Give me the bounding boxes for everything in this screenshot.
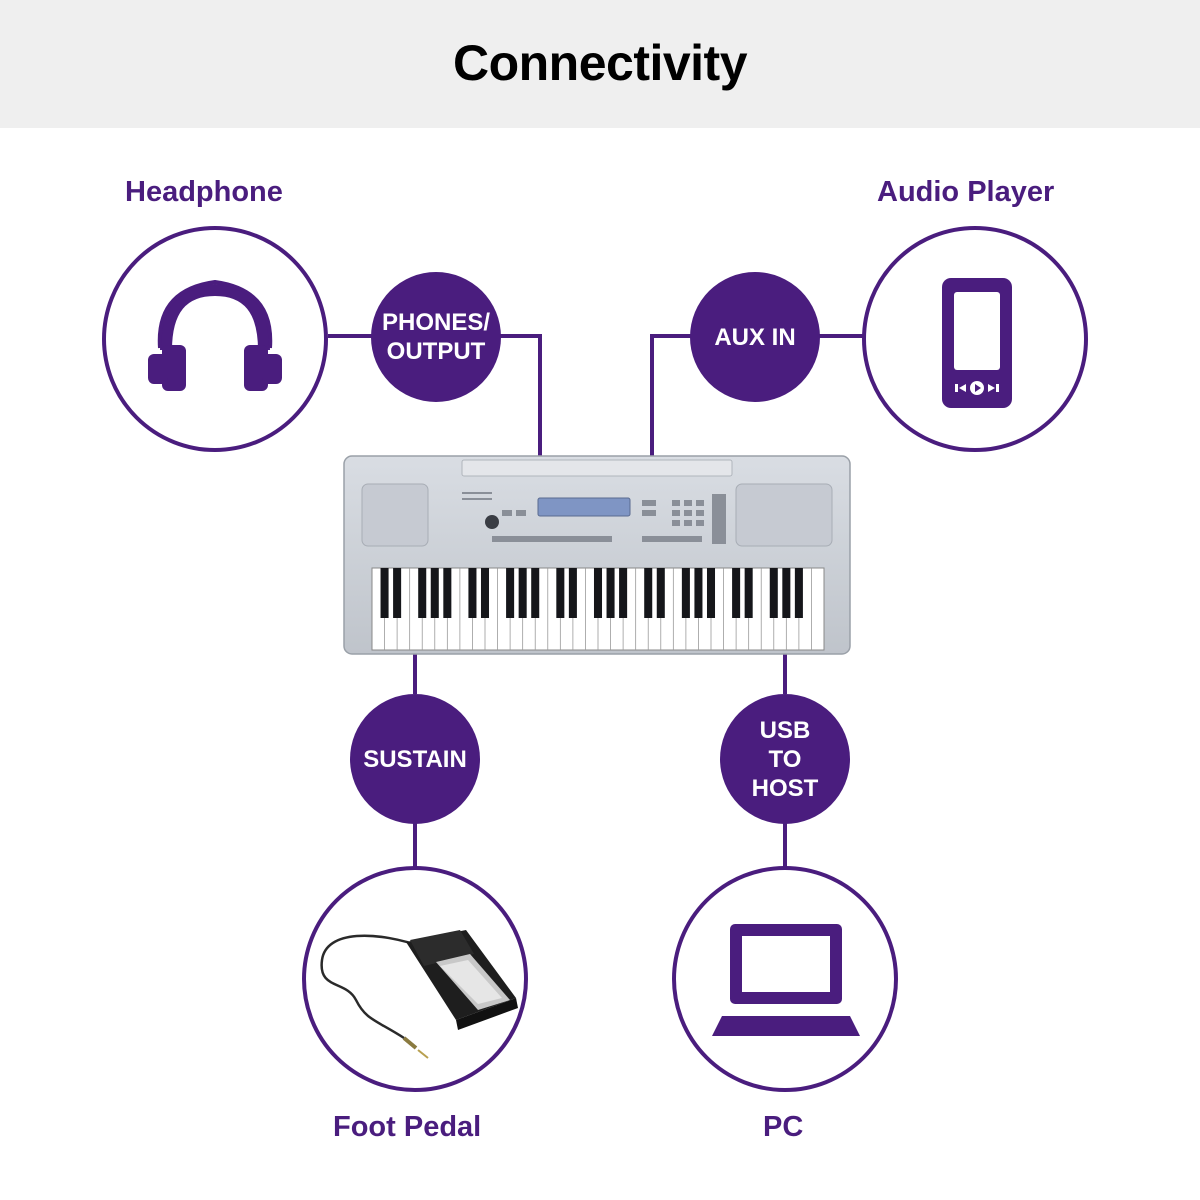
connector-phones-h [494, 334, 542, 338]
port-usb-to-host: USB TO HOST [720, 694, 850, 824]
keyboard-image [343, 455, 851, 655]
connector-sustain-top [413, 654, 417, 694]
header-banner: Connectivity [0, 0, 1200, 128]
connector-aux-h [650, 334, 700, 338]
port-phones-output-line1: PHONES/ [381, 309, 491, 336]
connector-usb-bottom [783, 822, 787, 870]
connector-audio-player [812, 334, 864, 338]
pc-circle [672, 866, 898, 1092]
port-aux-in: AUX IN [690, 272, 820, 402]
connector-aux-v [650, 334, 654, 458]
port-usb-line3: HOST [751, 774, 819, 802]
port-aux-in-label: AUX IN [714, 323, 796, 351]
page-title: Connectivity [452, 35, 748, 91]
headphone-icon [148, 279, 282, 391]
audio-player-circle [862, 226, 1088, 452]
foot-pedal-circle [302, 866, 528, 1092]
connector-usb-top [783, 654, 787, 694]
connector-phones-v [538, 334, 542, 458]
headphone-label: Headphone [125, 176, 283, 208]
port-usb-line1: USB [759, 716, 811, 744]
foot-pedal-label: Foot Pedal [333, 1111, 482, 1143]
port-phones-output: PHONES/ OUTPUT [371, 272, 501, 402]
foot-pedal-image [320, 930, 518, 1059]
pc-label: PC [763, 1111, 804, 1143]
connector-headphone [328, 334, 380, 338]
connector-sustain-bottom [413, 822, 417, 870]
audio-player-icon [942, 278, 1012, 408]
port-usb-line2: TO [768, 745, 802, 773]
headphone-circle [102, 226, 328, 452]
port-sustain-label: SUSTAIN [363, 745, 467, 773]
port-phones-output-line2: OUTPUT [386, 338, 486, 365]
laptop-icon [712, 924, 860, 1036]
port-sustain: SUSTAIN [350, 694, 480, 824]
audio-player-label: Audio Player [877, 176, 1055, 208]
